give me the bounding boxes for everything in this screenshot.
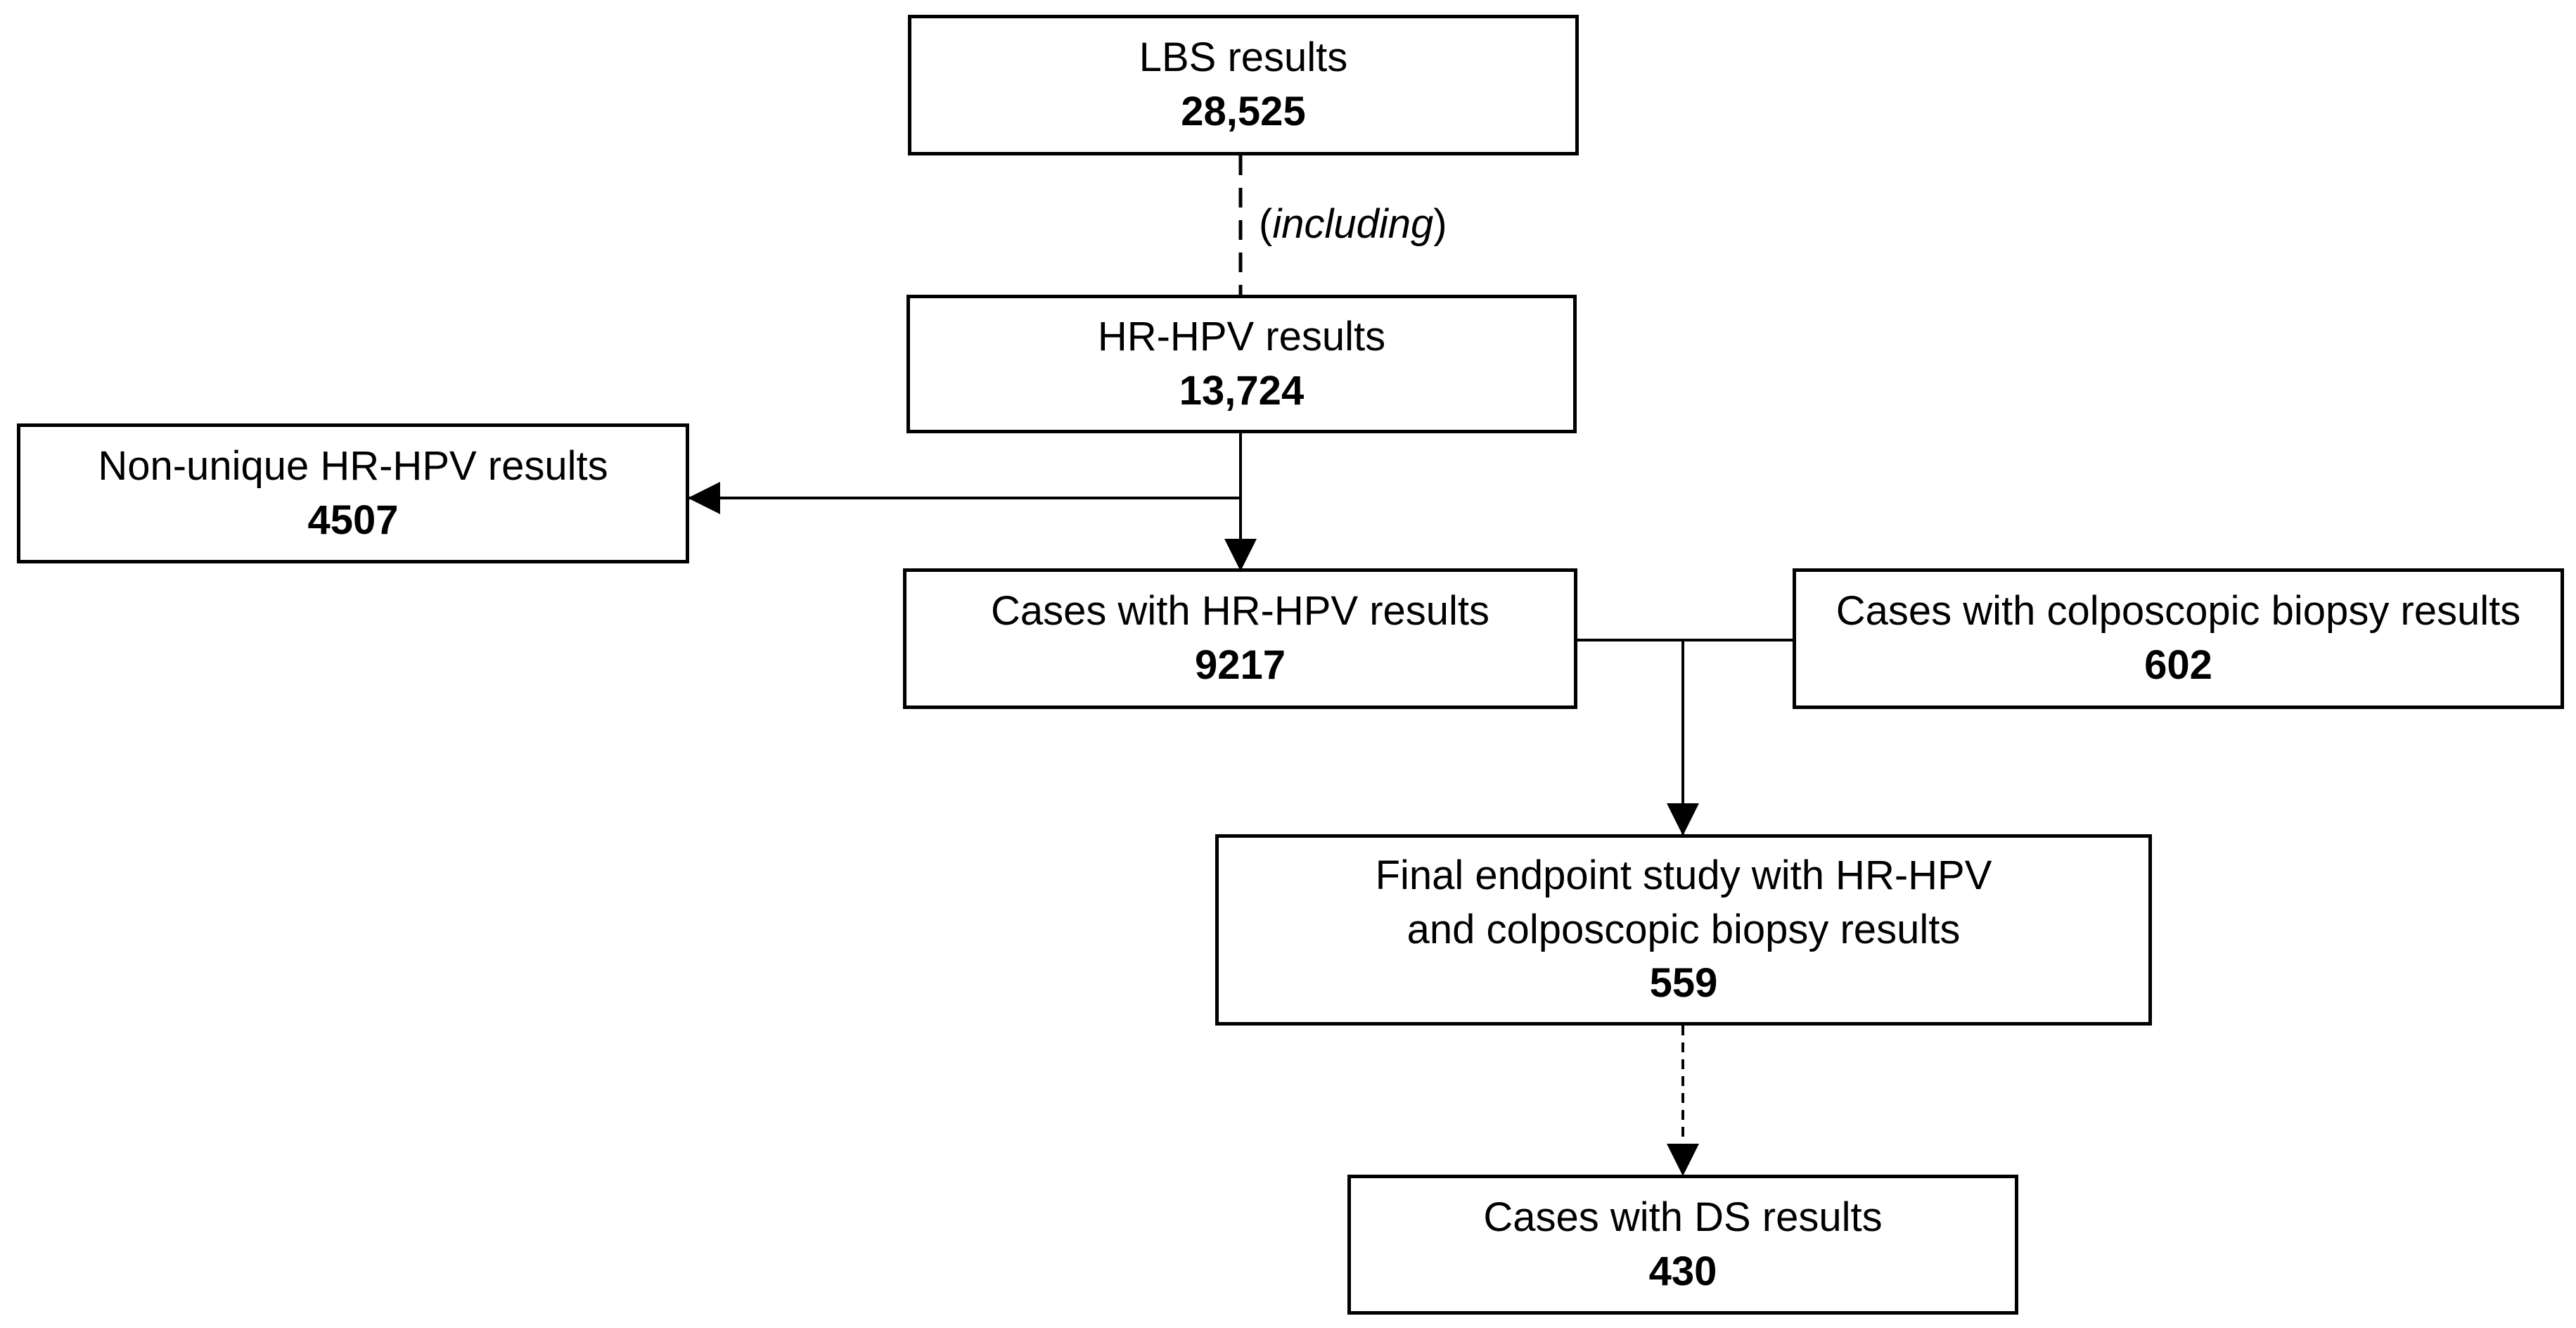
connector-note-close: ) xyxy=(1433,201,1447,247)
box-cases-biopsy: Cases with colposcopic biopsy results 60… xyxy=(1793,568,2564,709)
box-cases-hrhpv: Cases with HR-HPV results 9217 xyxy=(903,568,1577,709)
box-lbs-count: 28,525 xyxy=(1181,89,1306,134)
box-final-count: 559 xyxy=(1649,960,1718,1007)
box-hrhpv-label: HR-HPV results xyxy=(1097,313,1386,359)
box-nonunique-label: Non-unique HR-HPV results xyxy=(98,442,608,489)
box-lbs-results: LBS results 28,525 xyxy=(908,15,1579,155)
box-final-endpoint: Final endpoint study with HR-HPV and col… xyxy=(1215,834,2152,1026)
connector-note-italic: including xyxy=(1272,201,1434,247)
box-cases-biopsy-count: 602 xyxy=(2144,642,2212,688)
box-ds-count: 430 xyxy=(1648,1248,1717,1294)
box-cases-hrhpv-label: Cases with HR-HPV results xyxy=(990,588,1490,634)
box-final-label-line2: and colposcopic biopsy results xyxy=(1406,906,1961,952)
box-cases-biopsy-label: Cases with colposcopic biopsy results xyxy=(1835,588,2521,634)
box-lbs-label: LBS results xyxy=(1139,34,1348,81)
box-ds-label: Cases with DS results xyxy=(1483,1194,1883,1240)
connector-note-open: ( xyxy=(1259,201,1273,247)
box-ds-results: Cases with DS results 430 xyxy=(1347,1175,2018,1315)
box-nonunique-results: Non-unique HR-HPV results 4507 xyxy=(17,423,689,563)
box-hrhpv-results: HR-HPV results 13,724 xyxy=(906,295,1577,433)
box-cases-hrhpv-count: 9217 xyxy=(1194,642,1286,688)
box-hrhpv-count: 13,724 xyxy=(1179,367,1305,414)
box-nonunique-count: 4507 xyxy=(307,497,399,543)
connector-note: (including) xyxy=(1259,200,1447,248)
box-final-label-line1: Final endpoint study with HR-HPV xyxy=(1375,853,1992,899)
